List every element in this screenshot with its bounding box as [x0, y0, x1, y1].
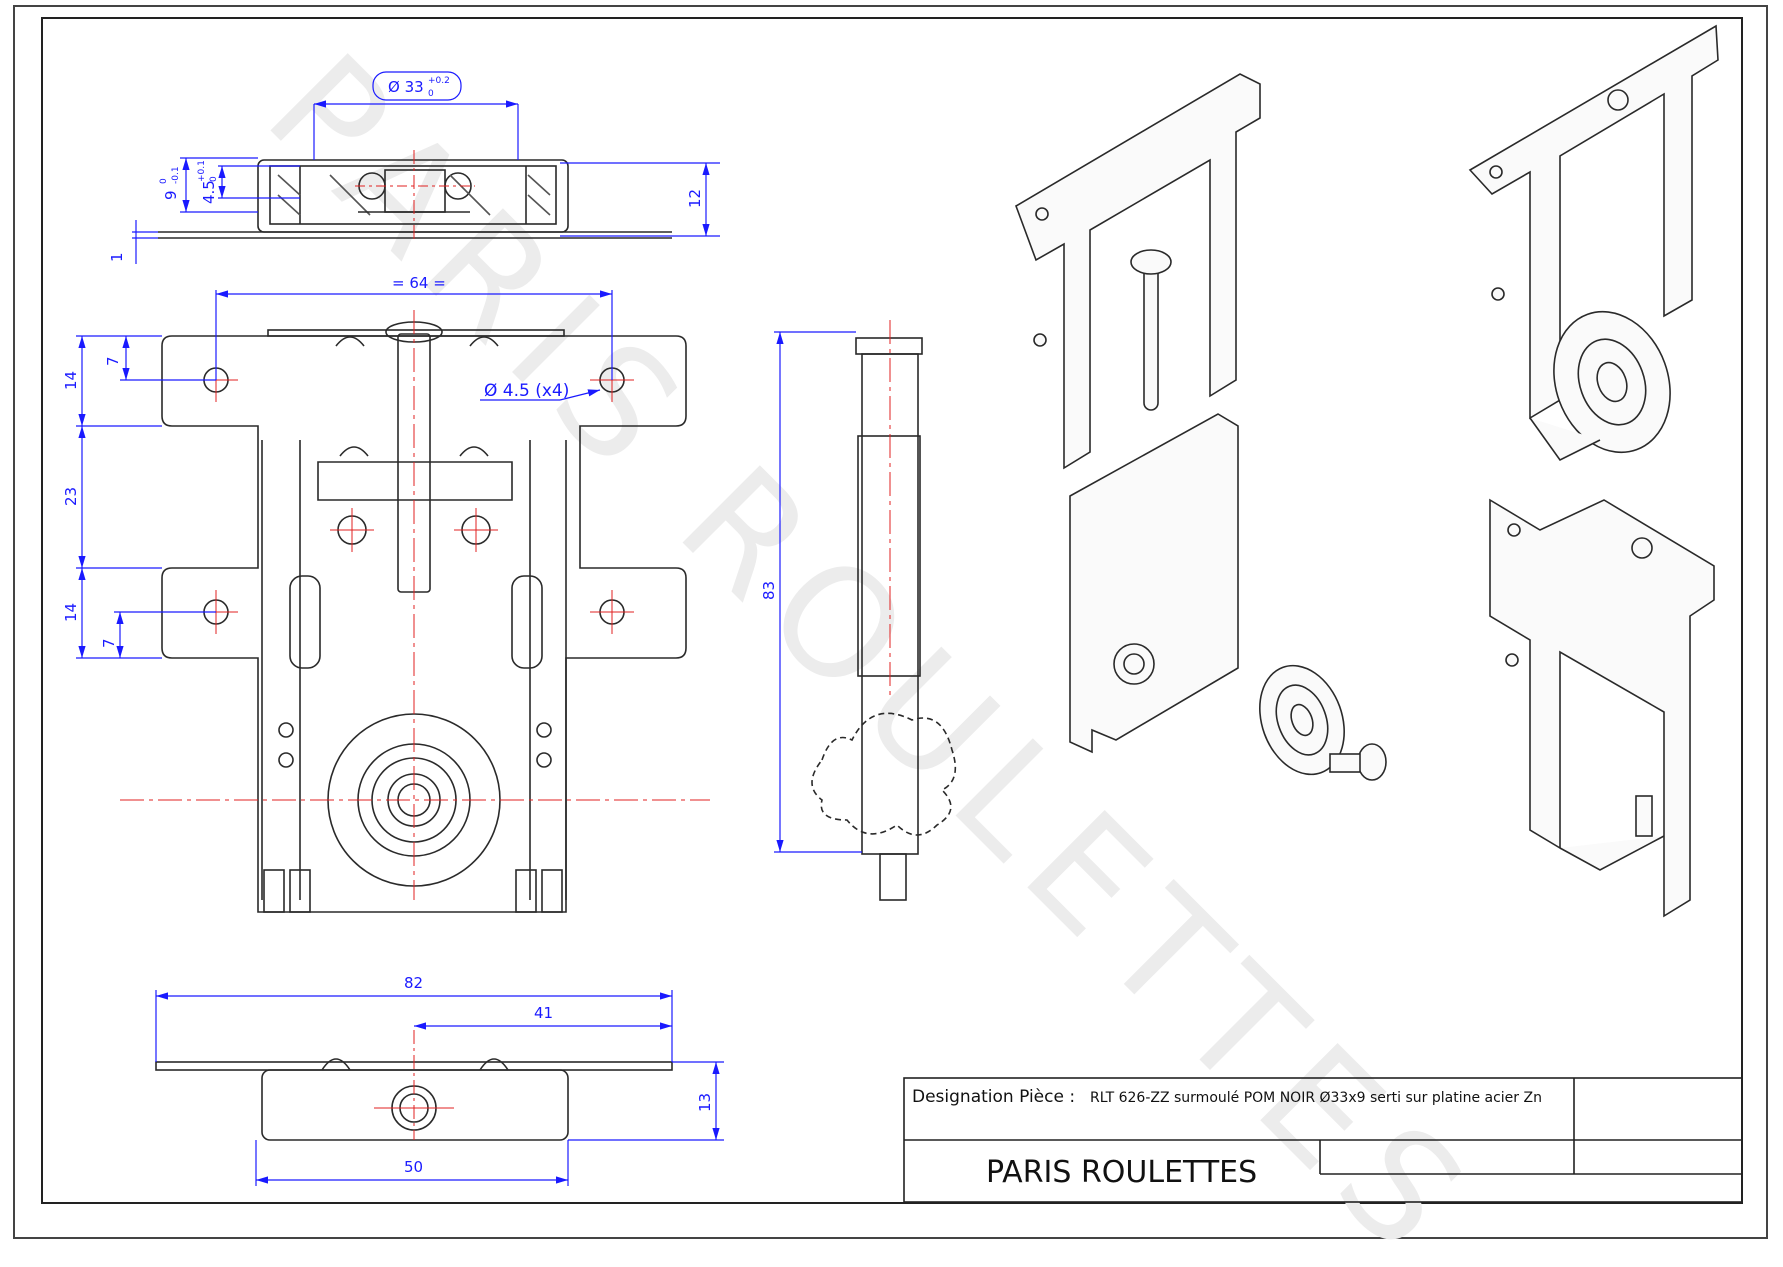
exploded-isometric-view — [1015, 73, 1387, 781]
dim-4-5-tol-upper: +0.1 — [197, 160, 207, 182]
bottom-view-dims — [155, 990, 724, 1186]
dim-1: 1 — [108, 252, 126, 262]
front-view-centerlines — [120, 310, 710, 900]
dim-41: 41 — [534, 1004, 553, 1022]
dim-82: 82 — [404, 974, 423, 992]
dim-7-top: 7 — [104, 356, 122, 366]
top-view-centerlines — [355, 150, 475, 240]
designation-value: RLT 626-ZZ surmoulé POM NOIR Ø33x9 serti… — [1090, 1090, 1542, 1106]
dim-7-bottom: 7 — [100, 638, 118, 648]
dim-hole-4-5: Ø 4.5 (x4) — [484, 381, 569, 401]
side-view-dims — [774, 331, 862, 853]
dim-50: 50 — [404, 1158, 423, 1176]
dim-9-tol-upper: 0 — [159, 178, 169, 184]
company-name: PARIS ROULETTES — [986, 1155, 1257, 1190]
watermark: PARIS ROULETTES — [235, 22, 1508, 1267]
side-view — [811, 337, 957, 901]
dim-diameter-33: Ø 33 — [388, 78, 424, 96]
outer-frame — [13, 5, 1768, 1239]
dim-4-5-tol-lower: 0 — [209, 176, 219, 182]
dim-9-tol-lower: -0.1 — [171, 166, 181, 184]
assembled-isometric-bottom — [1489, 498, 1715, 918]
assembled-isometric-top — [1468, 24, 1719, 462]
dim-12: 12 — [686, 189, 704, 208]
top-view-dims — [132, 71, 720, 264]
top-view — [158, 159, 672, 239]
dim-14-bottom: 14 — [62, 603, 80, 622]
dim-4-5: 4.5 — [200, 180, 218, 204]
dim-diameter-33-tol-lower: 0 — [428, 89, 434, 99]
dim-14-top: 14 — [62, 371, 80, 390]
dim-83: 83 — [760, 581, 778, 600]
dim-13: 13 — [696, 1093, 714, 1112]
dim-diameter-33-tol-upper: +0.2 — [428, 76, 450, 86]
inner-frame — [41, 17, 1743, 1204]
title-block — [903, 1077, 1743, 1203]
dim-9: 9 — [162, 190, 180, 200]
bottom-view-centerlines — [374, 1030, 454, 1140]
dim-23: 23 — [62, 487, 80, 506]
designation-label: Designation Pièce : — [912, 1087, 1075, 1107]
front-view-dims — [76, 290, 613, 659]
dim-64: = 64 = — [392, 274, 446, 292]
